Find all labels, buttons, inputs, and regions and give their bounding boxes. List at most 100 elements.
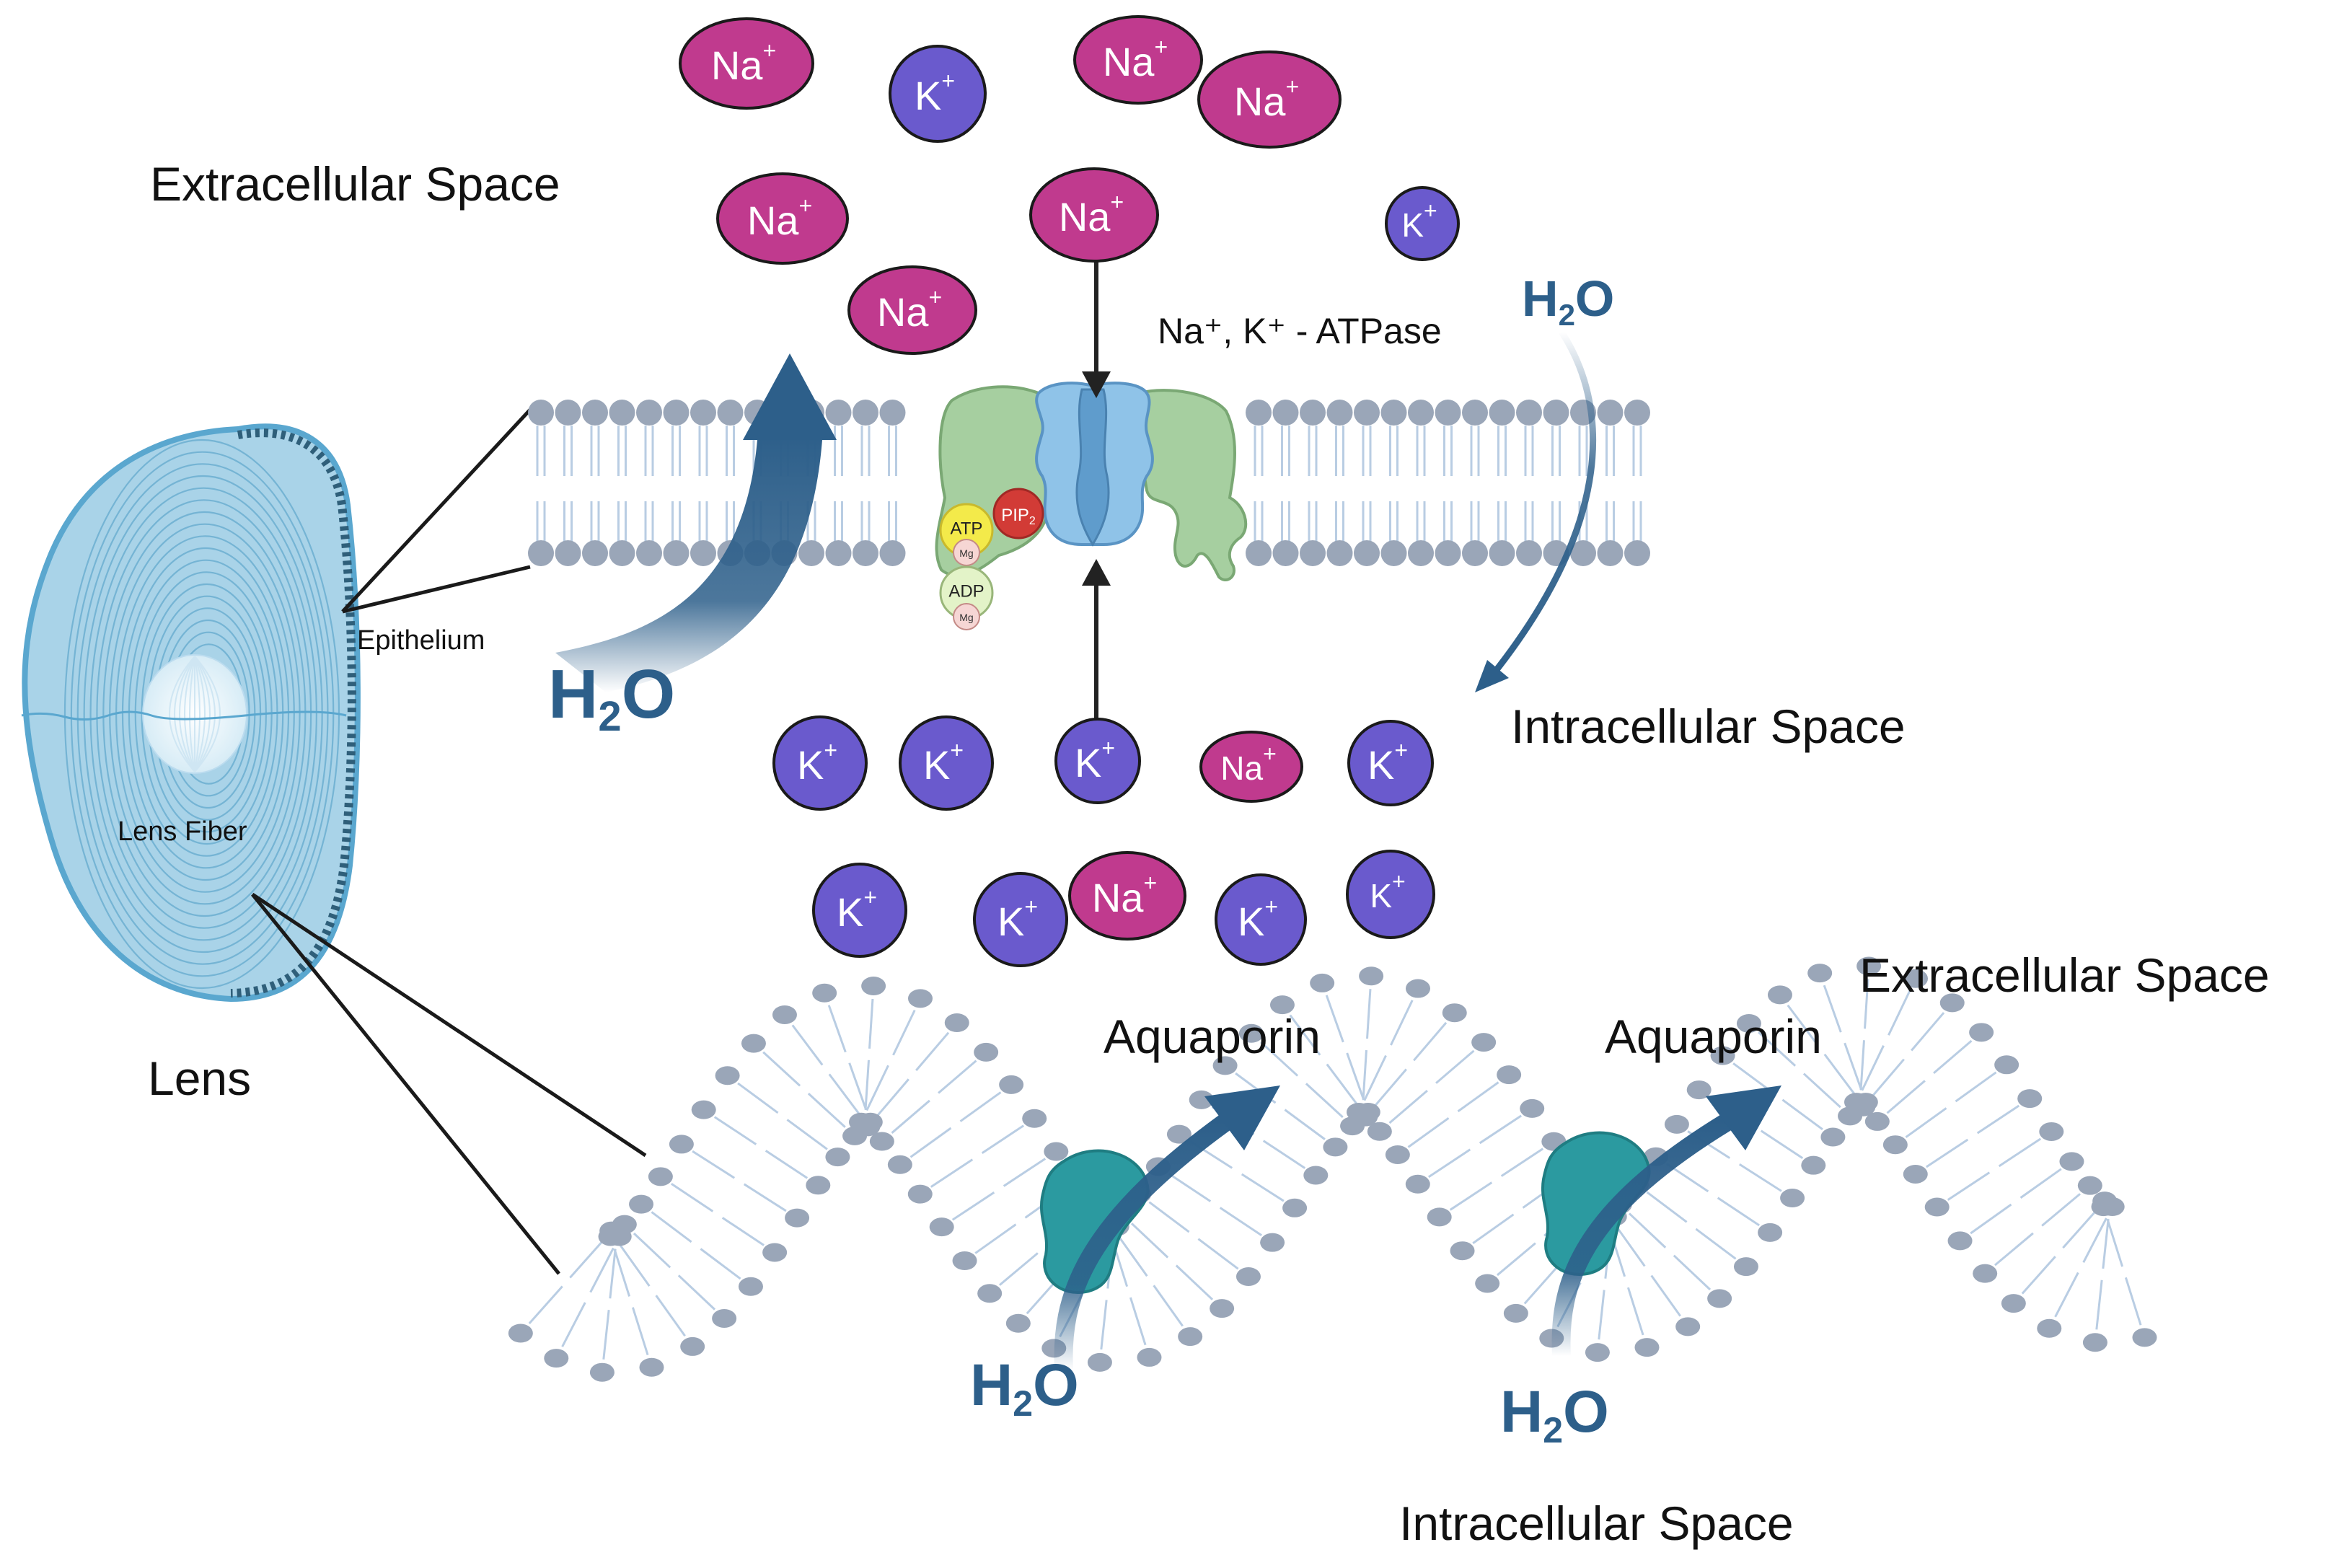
lipid-tail bbox=[1673, 1254, 1712, 1291]
water-efflux-arrow bbox=[555, 353, 837, 692]
lipid-tail bbox=[1129, 1297, 1147, 1346]
lipid-head-outer bbox=[825, 400, 852, 426]
lipid-head-outer bbox=[944, 1013, 969, 1032]
lens-fiber-layer bbox=[89, 487, 317, 941]
ion-charge: + bbox=[1392, 868, 1406, 894]
lipid-tail bbox=[1844, 1042, 1863, 1091]
lipid-head-outer bbox=[691, 1100, 716, 1119]
potassium-ion-label: K+ bbox=[1370, 868, 1405, 915]
potassium-ion-label: K+ bbox=[1238, 894, 1278, 944]
ion-charge: + bbox=[1264, 894, 1278, 920]
lipid-head-inner bbox=[544, 1349, 569, 1368]
lipid-tail bbox=[1284, 1109, 1326, 1140]
lipid-head-inner bbox=[907, 1184, 933, 1204]
lipid-head-outer bbox=[1435, 400, 1461, 426]
lipid-head-inner bbox=[1380, 540, 1407, 566]
lipid-head-inner bbox=[1450, 1241, 1475, 1261]
lipid-tail bbox=[1500, 1148, 1544, 1177]
lipid-tail bbox=[864, 1060, 870, 1110]
ion-layer: Na+K+Na+Na+Na+Na+K+Na+K+K+K+Na+K+K+K+Na+… bbox=[679, 15, 1460, 967]
lipid-tail bbox=[2054, 1272, 2079, 1318]
lipid-tail bbox=[765, 1150, 809, 1179]
lipid-head-outer bbox=[1497, 1065, 1522, 1085]
lipid-tail bbox=[1497, 1242, 1536, 1277]
lipid-tail bbox=[677, 1274, 716, 1311]
lipid-tail bbox=[1758, 1031, 1797, 1067]
lipid-head-inner bbox=[1733, 1257, 1758, 1277]
lipid-head-inner bbox=[1801, 1155, 1826, 1175]
lipid-head-inner bbox=[887, 1155, 912, 1174]
lipid-head-inner bbox=[2001, 1294, 2026, 1313]
lipid-head-outer bbox=[812, 983, 837, 1003]
ion-charge: + bbox=[1424, 198, 1437, 224]
lens-nucleus-strand bbox=[169, 656, 195, 772]
ion-charge: + bbox=[762, 38, 776, 63]
lipid-tail bbox=[620, 1245, 651, 1287]
lipid-head-outer bbox=[1686, 1080, 1712, 1100]
potassium-ion: K+ bbox=[973, 872, 1068, 967]
lens-fiber-layer bbox=[134, 571, 278, 857]
adp-label: ADP bbox=[948, 582, 984, 602]
lipid-tail bbox=[1861, 1045, 1885, 1091]
sodium-ion: Na+ bbox=[1199, 731, 1303, 803]
lipid-head-inner bbox=[1246, 540, 1272, 566]
potassium-ion-label: K+ bbox=[1401, 198, 1437, 244]
lipid-tail bbox=[1117, 1235, 1148, 1277]
ion-charge: + bbox=[798, 193, 812, 219]
lipid-tail bbox=[1100, 1300, 1108, 1350]
lipid-tail bbox=[2095, 1279, 2103, 1330]
lipid-head-inner bbox=[1570, 540, 1596, 566]
lipid-tail bbox=[1346, 1052, 1365, 1101]
lipid-head-outer bbox=[1807, 964, 1833, 983]
lipid-tail bbox=[1933, 1039, 1973, 1075]
lipid-head-inner bbox=[1435, 540, 1461, 566]
lipid-head-inner bbox=[1005, 1313, 1031, 1333]
lens-fiber-layer bbox=[83, 475, 323, 953]
lipid-tail bbox=[981, 1124, 1025, 1154]
potassium-ion-label: K+ bbox=[797, 737, 837, 788]
lipid-tail bbox=[737, 1082, 779, 1114]
lipid-head-inner bbox=[639, 1357, 664, 1377]
lipid-tail bbox=[1373, 1068, 1407, 1108]
lens-nucleus-strand bbox=[194, 656, 221, 772]
lipid-head-outer bbox=[636, 400, 662, 426]
potassium-ion-label: K+ bbox=[915, 68, 955, 118]
lipid-head-inner bbox=[1272, 540, 1299, 566]
lipid-head-inner bbox=[879, 540, 906, 566]
lipid-tail bbox=[2082, 1217, 2107, 1263]
ion-charge: + bbox=[941, 68, 955, 94]
pump-arrows bbox=[1082, 260, 1111, 725]
na-out-arrow-head bbox=[1082, 371, 1111, 398]
lipid-head-inner bbox=[1634, 1338, 1660, 1357]
lipid-head-inner bbox=[1489, 540, 1515, 566]
lipid-head-inner bbox=[1585, 1343, 1610, 1362]
lipid-head-inner bbox=[582, 540, 608, 566]
na-k-atpase-pump: PIP2 ATP Mg ADP Mg bbox=[935, 382, 1248, 630]
potassium-ion: K+ bbox=[812, 863, 907, 958]
lipid-head-inner bbox=[589, 1362, 615, 1382]
lipid-tail bbox=[1260, 1041, 1299, 1077]
adp-mg-label: Mg bbox=[959, 612, 973, 623]
lipid-tail bbox=[2041, 1193, 2081, 1227]
lipid-tail bbox=[1695, 1228, 1737, 1260]
lipid-head-inner bbox=[806, 1176, 831, 1195]
lipid-tail bbox=[651, 1211, 692, 1243]
lipid-head-outer bbox=[1462, 400, 1488, 426]
potassium-ion-label: K+ bbox=[1367, 737, 1408, 788]
ion-charge: + bbox=[1154, 34, 1168, 60]
lipid-tail bbox=[2062, 1210, 2097, 1249]
lipid-tail bbox=[1650, 1274, 1681, 1317]
lipid-head-outer bbox=[1903, 969, 1928, 988]
lipid-head-inner bbox=[1282, 1198, 1308, 1217]
potassium-ion: K+ bbox=[899, 715, 994, 811]
lipid-head-inner bbox=[785, 1208, 810, 1228]
lipid-tail bbox=[762, 1051, 801, 1087]
sodium-ion: Na+ bbox=[1073, 15, 1203, 105]
lipid-tail bbox=[1976, 1104, 2020, 1135]
lens-fiber-membrane bbox=[508, 956, 2157, 1382]
lens-nucleus-strand bbox=[189, 656, 195, 772]
lipid-head-inner bbox=[1864, 1111, 1890, 1131]
lipid-tail bbox=[1888, 990, 1911, 1036]
lipid-head-outer bbox=[669, 1135, 694, 1154]
